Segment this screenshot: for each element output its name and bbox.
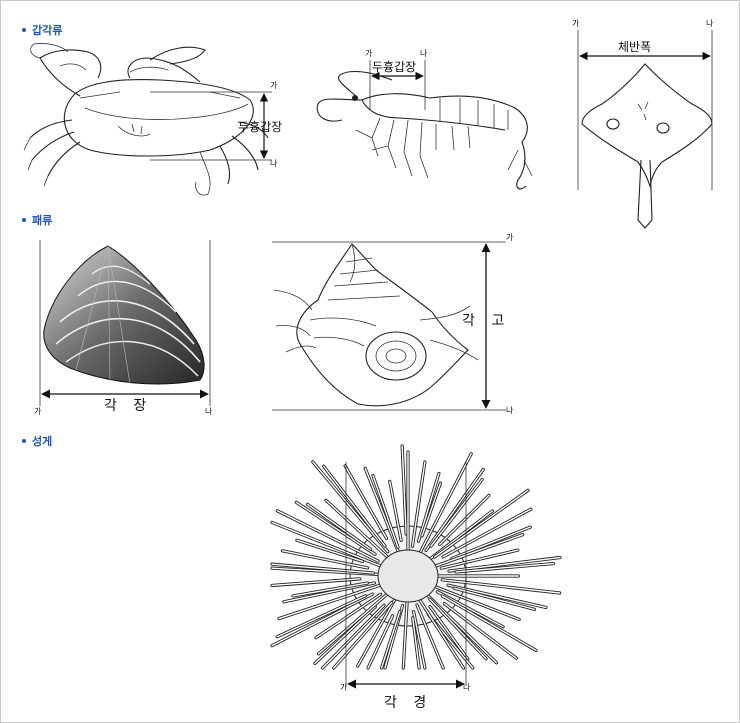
urchin-point-start: 가	[340, 683, 348, 692]
conch-illustration	[273, 243, 479, 407]
urchin-spine-highlight	[439, 494, 490, 546]
urchin-spine-highlight	[433, 489, 529, 558]
skate-illustration	[581, 63, 713, 229]
urchin-spine-highlight	[321, 604, 385, 669]
urchin-spine-highlight	[364, 467, 400, 555]
urchin-spine-highlight	[281, 550, 369, 569]
section-heading-urchin: 성게	[22, 433, 52, 449]
urchin-spine-highlight	[430, 478, 483, 547]
shrimp-measure-label: 두흉갑장	[372, 60, 416, 74]
bullet-icon	[22, 28, 26, 32]
bullet-icon	[22, 218, 26, 222]
crab-measure-label: 두흉갑장	[238, 120, 282, 134]
urchin-spine-highlight	[417, 597, 465, 669]
urchin-spine-highlight	[418, 453, 472, 555]
section-heading-crustacean: 갑각류	[22, 22, 62, 38]
urchin-spine-highlight	[425, 468, 484, 552]
urchin-spine-highlight	[317, 592, 390, 655]
urchin-test-body	[377, 549, 439, 603]
urchin-spine-highlight	[429, 605, 469, 660]
urchin-spine-highlight	[276, 595, 367, 638]
urchin-spine-highlight	[441, 595, 537, 652]
clam-point-end: 나	[205, 407, 213, 416]
urchin-spine-highlight	[389, 480, 402, 542]
urchin-spine-highlight	[278, 583, 383, 620]
urchin-spine-highlight	[453, 587, 536, 611]
urchin-spine-highlight	[271, 563, 375, 574]
shrimp-point-end: 나	[420, 49, 428, 58]
crab-point-end: 나	[270, 159, 278, 168]
urchin-spine-highlight	[442, 508, 532, 558]
urchin-spine-highlight	[451, 526, 531, 560]
shrimp-illustration	[316, 70, 533, 190]
urchin-point-end: 나	[463, 683, 471, 692]
urchin-spine-highlight	[412, 617, 420, 669]
urchin-spine-highlight	[448, 556, 561, 572]
urchin-spine-highlight	[271, 521, 384, 568]
urchin-spine-highlight	[421, 482, 442, 537]
urchin-spine-highlight	[312, 461, 389, 553]
crab-point-start: 가	[270, 81, 278, 90]
sea-urchin-illustration	[270, 444, 562, 670]
urchin-spine-highlight	[292, 582, 369, 597]
urchin-spine-highlight	[322, 465, 386, 547]
urchin-spine-highlight	[344, 465, 388, 540]
urchin-measure-label: 각 경	[384, 695, 432, 711]
urchin-spine-highlight	[380, 610, 401, 669]
urchin-spine-highlight	[295, 501, 376, 555]
conch-point-start: 가	[506, 233, 514, 242]
urchin-spine-highlight	[417, 472, 440, 542]
urchin-spine-highlight	[455, 562, 555, 573]
urchin-spine-highlight	[441, 579, 561, 594]
urchin-spine-highlight	[402, 599, 408, 669]
urchin-spine-highlight	[372, 474, 399, 548]
urchin-spine-highlight	[443, 602, 518, 659]
urchin-spine-highlight	[306, 503, 372, 551]
urchin-spine-highlight	[271, 578, 361, 587]
crab-illustration	[23, 43, 269, 196]
urchin-spine-highlight	[296, 539, 364, 563]
urchin-spine-highlight	[325, 499, 390, 560]
urchin-spine-highlight	[367, 615, 394, 669]
urchin-spine-highlight	[333, 601, 393, 669]
urchin-spine-highlight	[411, 461, 426, 547]
urchin-spine-highlight	[356, 596, 397, 667]
clam-measure-label: 각 장	[104, 398, 152, 414]
ray-measure-label: 체반폭	[618, 40, 651, 54]
urchin-spine-highlight	[447, 584, 547, 609]
urchin-spine-highlight	[432, 533, 524, 568]
urchin-spine-highlight	[412, 610, 426, 669]
bullet-icon	[22, 439, 26, 443]
urchin-spine-highlight	[416, 604, 444, 669]
conch-point-end: 나	[506, 406, 514, 415]
urchin-spine-highlight	[315, 593, 382, 639]
urchin-spine-highlight	[436, 591, 504, 628]
clam-illustration	[43, 245, 205, 385]
urchin-spine-highlight	[276, 510, 379, 562]
urchin-spine-highlight	[314, 606, 376, 664]
shrimp-point-start: 가	[365, 49, 373, 58]
conch-measure-label: 각 고	[462, 313, 510, 329]
ray-point-end: 나	[706, 19, 714, 28]
urchin-spine-highlight	[425, 593, 498, 664]
clam-point-start: 가	[34, 407, 42, 416]
urchin-spine-highlight	[440, 549, 519, 569]
urchin-spine-highlight	[429, 598, 487, 660]
ray-point-start: 가	[572, 19, 580, 28]
section-heading-shellfish: 패류	[22, 212, 52, 228]
urchin-spine-highlight	[271, 593, 373, 647]
urchin-spine-highlight	[283, 582, 376, 603]
urchin-spine-highlight	[432, 585, 520, 621]
urchin-spine-highlight	[401, 445, 407, 535]
